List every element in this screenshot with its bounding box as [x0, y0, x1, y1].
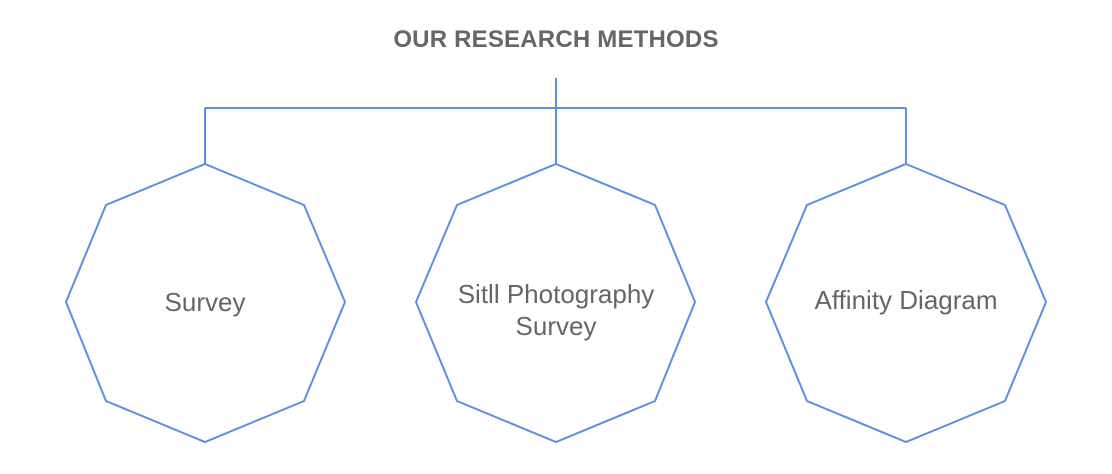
octagon-survey [64, 162, 347, 444]
method-label-line: Sitll Photography [457, 279, 655, 309]
method-label-line: Survey [164, 287, 246, 317]
method-label-affinity: Affinity Diagram [776, 284, 1036, 316]
method-label-line: Affinity Diagram [814, 285, 998, 315]
method-label-survey: Survey [75, 286, 335, 318]
diagram-title: OUR RESEARCH METHODS [393, 26, 719, 53]
octagon-still-photography [414, 162, 697, 444]
method-label-line: Survey [515, 311, 597, 341]
octagon-affinity [764, 162, 1048, 444]
method-label-still-photography: Sitll Photography Survey [426, 278, 686, 342]
